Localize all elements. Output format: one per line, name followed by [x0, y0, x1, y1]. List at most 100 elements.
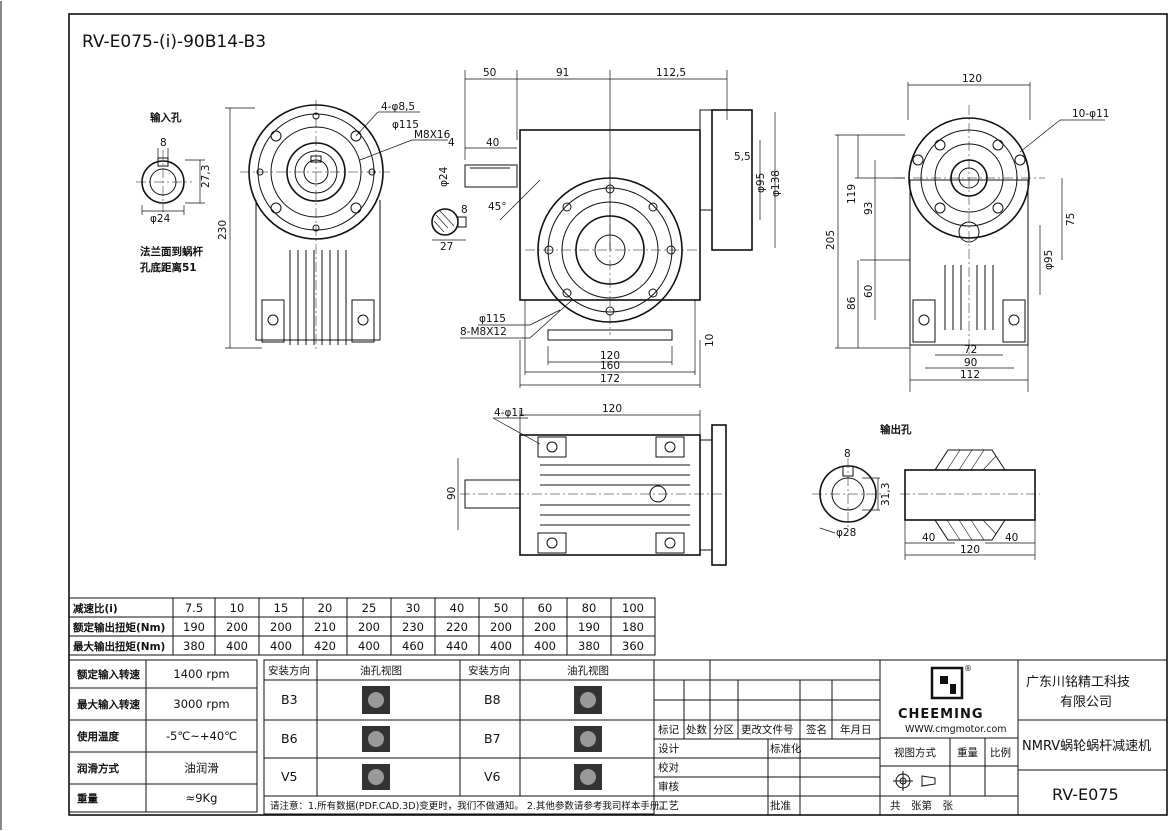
ratio-table-cell: 80	[582, 601, 597, 615]
ratio-table-cell: 400	[490, 639, 512, 653]
mounting-table: 安装方向 油孔视图 安装方向 油孔视图 B3 B6 V5 B8 B7 V6 请注…	[263, 659, 669, 815]
mount-b3: B3	[281, 692, 298, 707]
svg-text:120: 120	[962, 73, 982, 85]
svg-text:230: 230	[217, 220, 229, 240]
svg-text:45°: 45°	[488, 201, 507, 213]
ratio-table-cell: 20	[318, 601, 333, 615]
rev-sign: 签名	[806, 723, 827, 736]
mount-header-dir-left: 安装方向	[268, 664, 310, 677]
ratio-table-row-label: 额定输出扭矩(Nm)	[72, 621, 165, 634]
spec-label: 最大输入转速	[77, 698, 140, 711]
svg-text:输出孔: 输出孔	[880, 423, 912, 436]
projection-symbol-icon	[893, 771, 936, 791]
title-block: 标记 处数 分区 更改文件号 签名 年月日 设计 标准化 校对 审核 工艺 批准…	[653, 659, 1168, 816]
mount-header-view-right: 油孔视图	[567, 664, 609, 677]
svg-text:120: 120	[602, 403, 622, 415]
svg-text:119: 119	[846, 184, 858, 204]
ratio-table-cell: 7.5	[185, 601, 203, 615]
bottom-view: 120 4-φ11 90	[446, 403, 730, 566]
mount-header-view-left: 油孔视图	[360, 664, 402, 677]
ratio-table-cell: 400	[270, 639, 292, 653]
spec-label: 额定输入转速	[76, 668, 140, 681]
ratio-table-cell: 200	[270, 620, 292, 634]
mount-v6: V6	[484, 769, 501, 784]
svg-text:40: 40	[486, 137, 499, 149]
svg-text:40: 40	[922, 532, 935, 544]
rev-count: 处数	[686, 723, 707, 736]
svg-text:60: 60	[863, 285, 875, 298]
svg-text:法兰面到蜗杆: 法兰面到蜗杆	[140, 245, 203, 258]
oil-hole-icon-b7	[574, 726, 602, 752]
tb-review: 审核	[658, 780, 679, 793]
ratio-table-cell: 10	[230, 601, 245, 615]
svg-text:5,5: 5,5	[734, 151, 751, 163]
rev-date: 年月日	[840, 723, 872, 736]
product-name: NMRV蜗轮蜗杆减速机	[1022, 738, 1151, 754]
svg-text:4-φ8,5: 4-φ8,5	[381, 101, 415, 113]
spec-label: 重量	[77, 792, 98, 805]
ratio-table-cell: 220	[446, 620, 468, 634]
spec-label: 润滑方式	[77, 762, 119, 775]
svg-text:φ24: φ24	[150, 213, 171, 225]
tb-process: 工艺	[658, 800, 679, 812]
main-view: 50 91 112,5 40 4 φ24 120 160 172 10	[431, 67, 782, 388]
ratio-table-cell: 30	[406, 601, 421, 615]
svg-text:72: 72	[964, 344, 977, 356]
svg-text:8-M8X12: 8-M8X12	[460, 326, 507, 338]
ratio-table-cell: 180	[622, 620, 644, 634]
ratio-table-cell: 400	[226, 639, 248, 653]
tb-scale: 比例	[990, 746, 1011, 759]
svg-text:91: 91	[556, 67, 569, 79]
ratio-table-cell: 360	[622, 639, 644, 653]
tb-approve: 批准	[770, 799, 791, 812]
svg-text:8: 8	[160, 137, 167, 149]
svg-text:50: 50	[483, 67, 496, 79]
ratio-table-cell: 460	[402, 639, 424, 653]
spec-value: 1400 rpm	[173, 667, 229, 681]
spec-value: 3000 rpm	[173, 697, 229, 711]
svg-text:φ95: φ95	[755, 173, 767, 193]
rev-zone: 分区	[713, 724, 734, 736]
output-bore-detail: 输出孔 8 31,3 φ28 40 40 120	[812, 423, 1040, 560]
svg-text:孔底距离51: 孔底距离51	[140, 261, 197, 274]
svg-text:φ28: φ28	[836, 527, 856, 539]
website: WWW.cmgmotor.com	[905, 724, 1007, 735]
svg-text:27,3: 27,3	[200, 165, 212, 188]
svg-text:90: 90	[964, 357, 977, 369]
oil-hole-icon-v5	[362, 764, 390, 790]
svg-text:8: 8	[461, 204, 468, 216]
svg-text:φ24: φ24	[438, 166, 450, 187]
svg-text:输入孔: 输入孔	[150, 111, 182, 124]
side-view: 120 10-φ11 205 119 86 93 60 75	[825, 73, 1109, 392]
spec-value: -5℃~+40℃	[166, 729, 237, 743]
ratio-table-cell: 190	[183, 620, 205, 634]
mount-b6: B6	[281, 731, 298, 746]
svg-text:120: 120	[600, 350, 620, 362]
brand-name: CHEEMING	[898, 707, 984, 722]
svg-text:75: 75	[1065, 213, 1077, 226]
ratio-table-cell: 40	[450, 601, 465, 615]
mount-b7: B7	[484, 731, 501, 746]
svg-text:φ115: φ115	[479, 313, 506, 325]
svg-text:8: 8	[844, 448, 851, 460]
svg-text:4: 4	[448, 137, 455, 149]
svg-text:®: ®	[964, 664, 972, 673]
ratio-table-cell: 400	[358, 639, 380, 653]
mount-b8: B8	[484, 692, 501, 707]
svg-text:27: 27	[440, 241, 453, 253]
ratio-table-cell: 60	[538, 601, 553, 615]
input-bore-detail: 输入孔 8 27,3 φ24 法兰面到蜗杆 孔底距离51	[136, 111, 212, 274]
ratio-table-cell: 25	[362, 601, 377, 615]
svg-text:φ138: φ138	[770, 170, 782, 197]
part-number: RV-E075	[1052, 785, 1119, 804]
front-view: 230 4-φ8,5 φ115 M8X16	[217, 100, 451, 350]
svg-text:112,5: 112,5	[656, 67, 686, 79]
ratio-table-cell: 210	[314, 620, 336, 634]
tb-design: 设计	[658, 742, 679, 755]
ratio-table-cell: 230	[402, 620, 424, 634]
svg-text:93: 93	[863, 202, 875, 215]
rev-mark: 标记	[658, 724, 679, 736]
ratio-table-cell: 400	[534, 639, 556, 653]
tb-check: 校对	[658, 761, 679, 774]
